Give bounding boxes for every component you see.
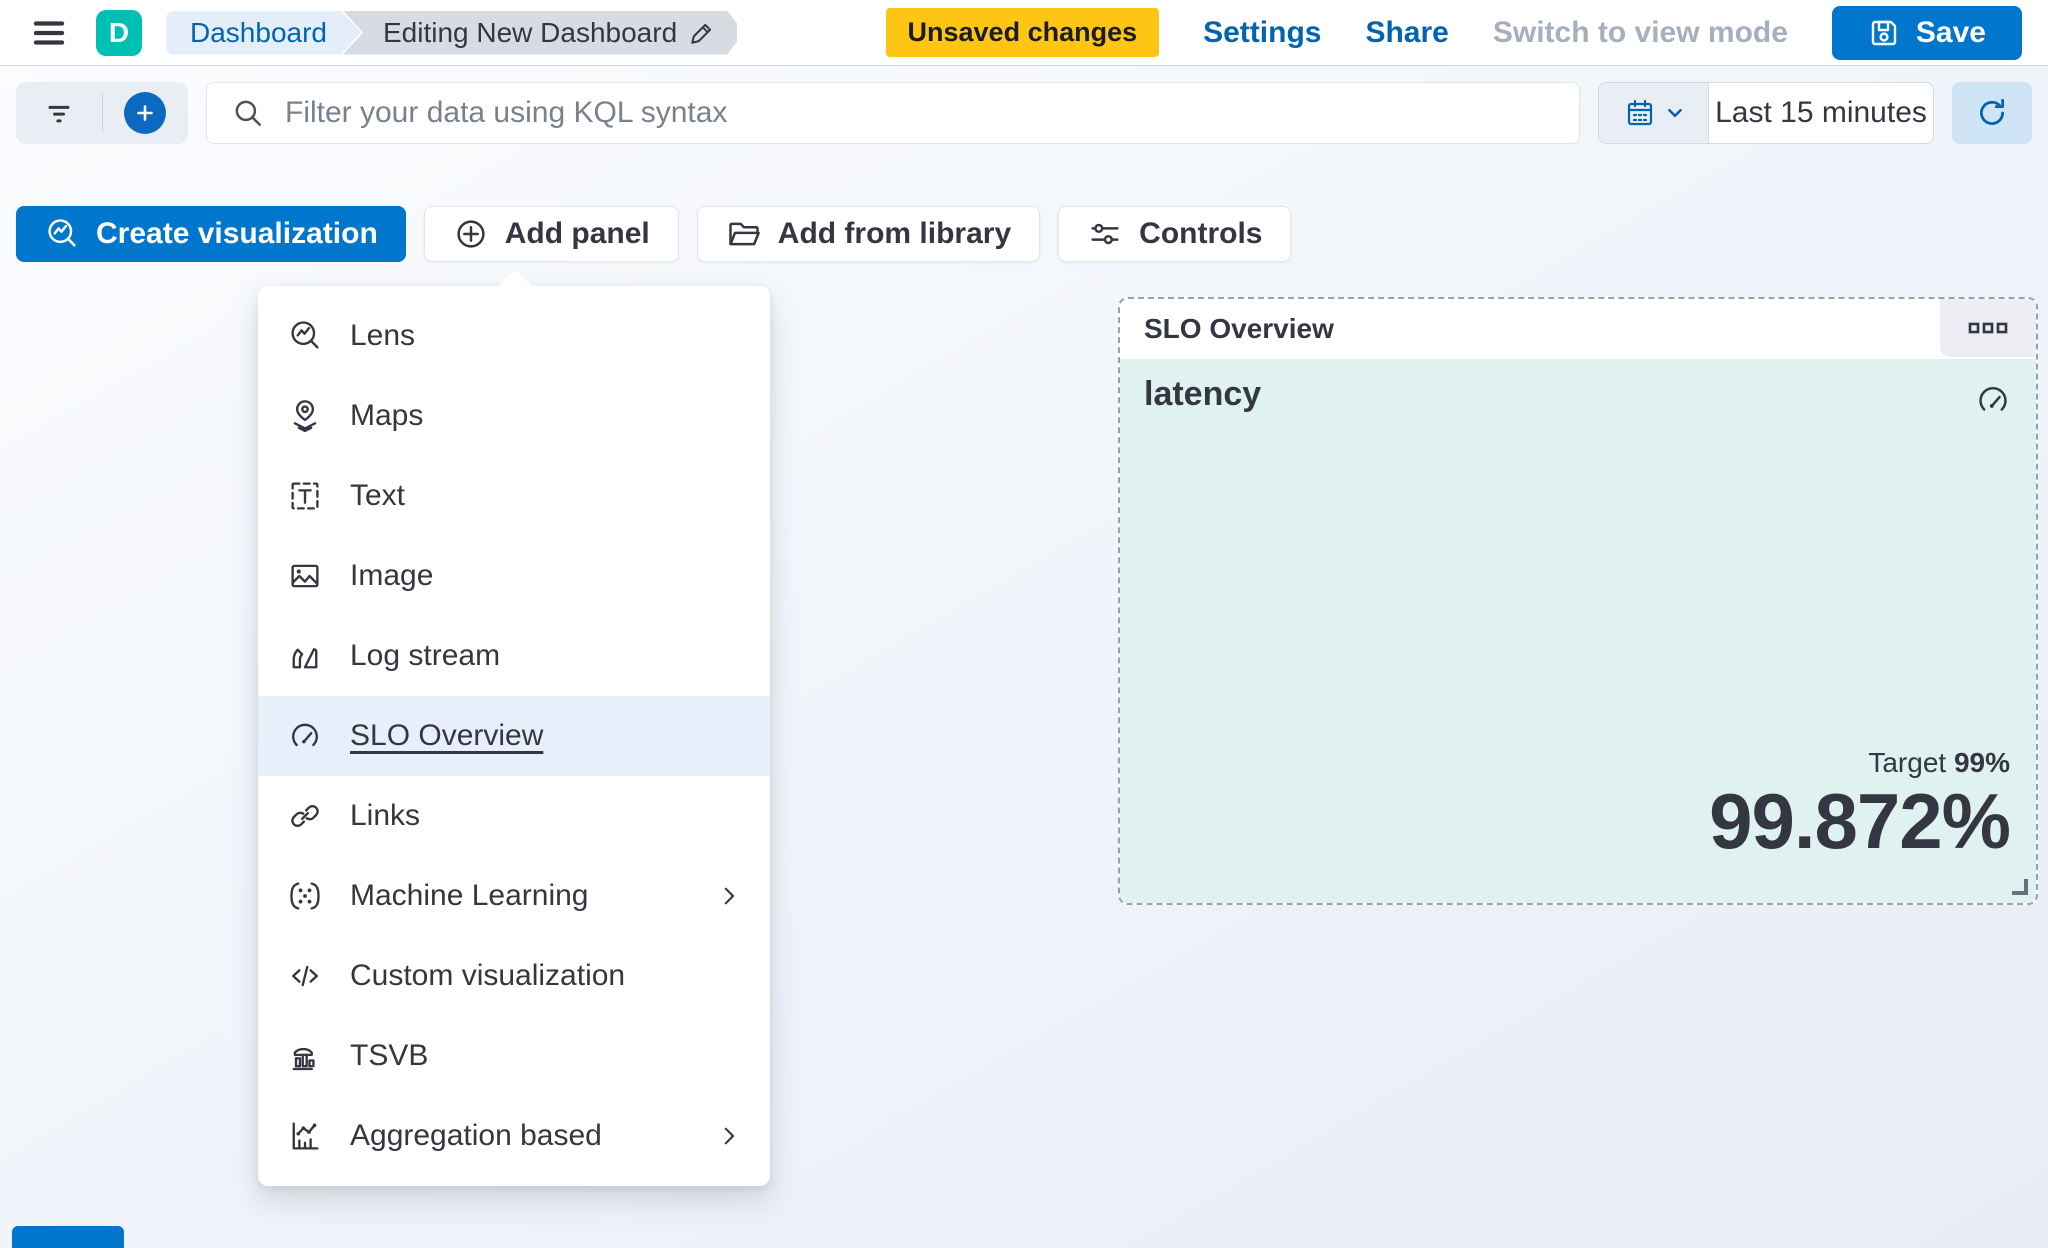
breadcrumb-dashboard[interactable]: Dashboard xyxy=(166,11,361,55)
add-from-library-button[interactable]: Add from library xyxy=(696,206,1041,262)
code-icon xyxy=(286,957,324,995)
filter-controls-group xyxy=(16,82,188,144)
edit-pencil-icon[interactable] xyxy=(689,20,715,46)
edit-toolbar: Create visualization Add panel Add from … xyxy=(16,206,1292,262)
settings-link[interactable]: Settings xyxy=(1203,15,1322,49)
panel-options-button[interactable] xyxy=(1940,299,2036,357)
kql-search-input[interactable] xyxy=(285,96,1555,130)
chevron-right-icon xyxy=(716,1123,742,1149)
kql-search-box xyxy=(206,82,1580,144)
add-panel-button[interactable]: Add panel xyxy=(423,206,679,262)
controls-button[interactable]: Controls xyxy=(1058,206,1292,262)
refresh-icon xyxy=(1980,98,2005,125)
folder-icon xyxy=(729,222,760,246)
menu-item-machine-learning[interactable]: Machine Learning xyxy=(258,856,770,936)
save-button[interactable]: Save xyxy=(1831,5,2022,60)
menu-item-custom-visualization[interactable]: Custom visualization xyxy=(258,936,770,1016)
image-icon xyxy=(286,557,324,595)
slo-overview-panel[interactable]: SLO Overview latency Target 99% 99.872% xyxy=(1118,297,2038,905)
menu-hamburger-icon[interactable] xyxy=(26,10,72,56)
slo-value: 99.872% xyxy=(1709,776,2011,865)
chevron-right-icon xyxy=(716,883,742,909)
panel-options-icon xyxy=(1968,322,2008,334)
top-header: D Dashboard Editing New Dashboard Unsave… xyxy=(0,0,2048,66)
panel-header: SLO Overview xyxy=(1120,299,2036,359)
share-link[interactable]: Share xyxy=(1365,15,1449,49)
sliders-icon xyxy=(1091,223,1119,245)
gauge-icon xyxy=(286,717,324,755)
refresh-button[interactable] xyxy=(1952,82,2032,144)
divider xyxy=(101,94,103,132)
filter-funnel-icon xyxy=(48,105,70,123)
calendar-icon xyxy=(1627,99,1652,126)
menu-item-image[interactable]: Image xyxy=(258,536,770,616)
clipped-blue-element[interactable] xyxy=(12,1226,124,1248)
breadcrumb: Dashboard Editing New Dashboard xyxy=(166,11,737,55)
menu-item-log-stream[interactable]: Log stream xyxy=(258,616,770,696)
time-range-group: Last 15 minutes xyxy=(1598,82,1934,144)
menu-item-aggregation-based[interactable]: Aggregation based xyxy=(258,1096,770,1176)
plus-in-circle-icon xyxy=(457,220,485,248)
plus-circle-icon xyxy=(124,92,167,134)
link-icon xyxy=(286,797,324,835)
menu-item-maps[interactable]: Maps xyxy=(258,376,770,456)
text-icon xyxy=(286,477,324,515)
query-bar: Last 15 minutes xyxy=(16,82,2032,144)
time-range-value[interactable]: Last 15 minutes xyxy=(1715,96,1927,129)
gauge-icon[interactable] xyxy=(1974,381,2012,419)
unsaved-changes-badge[interactable]: Unsaved changes xyxy=(885,8,1160,57)
slo-values: Target 99% 99.872% xyxy=(1709,746,2011,865)
save-floppy-icon xyxy=(1868,17,1900,49)
menu-item-tsvb[interactable]: TSVB xyxy=(258,1016,770,1096)
maps-icon xyxy=(286,397,324,435)
header-actions: Unsaved changes Settings Share Switch to… xyxy=(885,5,2022,60)
slo-name-label: latency xyxy=(1144,375,1262,413)
add-panel-menu: Lens Maps Text Image xyxy=(258,269,770,1186)
menu-item-text[interactable]: Text xyxy=(258,456,770,536)
add-filter-button[interactable] xyxy=(103,82,189,144)
breadcrumb-current[interactable]: Editing New Dashboard xyxy=(343,11,737,55)
panel-resize-handle[interactable] xyxy=(2012,879,2028,895)
log-stream-icon xyxy=(286,637,324,675)
aggregation-icon xyxy=(286,1117,324,1155)
menu-item-links[interactable]: Links xyxy=(258,776,770,856)
space-avatar[interactable]: D xyxy=(96,9,142,56)
menu-item-slo-overview[interactable]: SLO Overview xyxy=(258,696,770,776)
create-visualization-button[interactable]: Create visualization xyxy=(16,206,406,262)
machine-learning-icon xyxy=(286,877,324,915)
search-icon xyxy=(235,100,261,126)
menu-item-lens[interactable]: Lens xyxy=(258,296,770,376)
lens-icon xyxy=(286,317,324,355)
panel-title: SLO Overview xyxy=(1144,313,1334,344)
tsvb-icon xyxy=(286,1037,324,1075)
lens-icon xyxy=(48,219,76,247)
slo-target: Target 99% xyxy=(1868,746,2010,778)
switch-view-mode-link[interactable]: Switch to view mode xyxy=(1492,15,1788,49)
filter-funnel-button[interactable] xyxy=(16,82,102,144)
chevron-down-icon xyxy=(1667,108,1682,118)
date-picker-button[interactable] xyxy=(1599,83,1709,143)
slo-metric-body: latency Target 99% 99.872% xyxy=(1120,359,2036,903)
